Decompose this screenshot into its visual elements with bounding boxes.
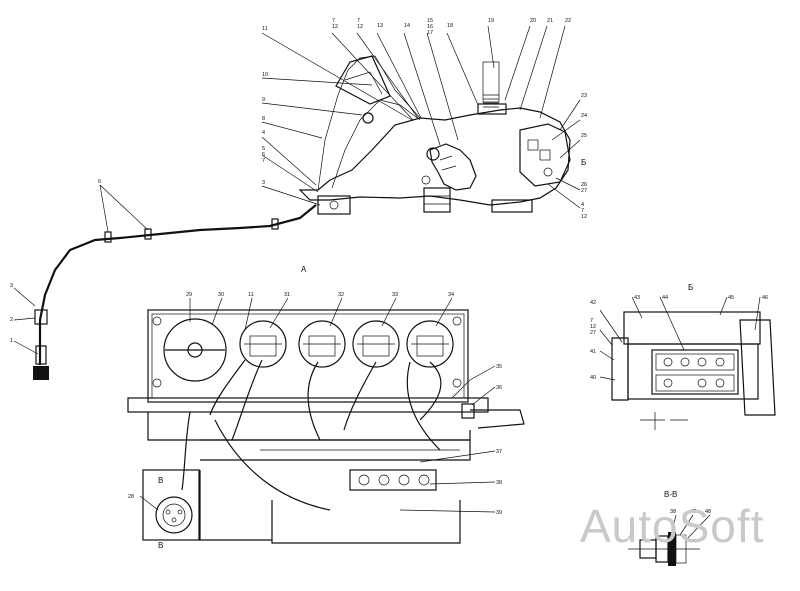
top-assembly-view: [261, 25, 581, 215]
callout-42: 42: [590, 300, 596, 306]
section-vv: [628, 514, 711, 566]
callout-14: 14: [404, 23, 410, 29]
callout-47: 47: [690, 509, 696, 515]
callout-20: 20: [530, 18, 536, 24]
callout-28: 28: [128, 494, 134, 500]
callout-13: 13: [377, 23, 383, 29]
callout-38: 38: [496, 480, 502, 486]
callout-25: 25: [581, 133, 587, 139]
callout-44: 44: [662, 295, 668, 301]
callout-40: 40: [590, 375, 596, 381]
callout-36: 36: [496, 385, 502, 391]
callout-2: 2: [10, 317, 13, 323]
callout-4: 4: [262, 130, 265, 136]
callout-31: 31: [284, 292, 290, 298]
view-a-instrument-panel: [127, 297, 525, 544]
section-v-marker-2: В: [158, 541, 163, 550]
callout-24: 24: [581, 113, 587, 119]
view-b-switch-panel: [599, 296, 776, 430]
callout-29: 29: [186, 292, 192, 298]
callout-35: 35: [496, 364, 502, 370]
view-b-marker-top: Б: [581, 158, 586, 167]
callout-34: 34: [448, 292, 454, 298]
callout-48: 48: [705, 509, 711, 515]
callout-11-a: 11: [248, 292, 254, 298]
callout-37: 37: [496, 449, 502, 455]
callout-32: 32: [338, 292, 344, 298]
callout-39: 39: [496, 510, 502, 516]
callout-22: 22: [565, 18, 571, 24]
section-v-marker-1: В: [158, 476, 163, 485]
callout-6: 6: [98, 179, 101, 185]
callout-3: 3: [262, 180, 265, 186]
callout-45: 45: [728, 295, 734, 301]
callout-21: 21: [547, 18, 553, 24]
callout-33: 33: [392, 292, 398, 298]
callout-19: 19: [488, 18, 494, 24]
callout-11: 11: [262, 26, 268, 32]
callout-3-left: 3: [10, 283, 13, 289]
callout-18: 18: [447, 23, 453, 29]
callout-10: 10: [262, 72, 268, 78]
cable-harness-top: [13, 184, 317, 380]
callout-46: 46: [762, 295, 768, 301]
callout-9: 9: [262, 97, 265, 103]
callout-41: 41: [590, 349, 596, 355]
section-vv-title: В-В: [664, 490, 677, 499]
view-a-title: А: [301, 265, 307, 274]
watermark-logo: AutoSoft: [580, 500, 764, 552]
callout-8: 8: [262, 116, 265, 122]
callout-23: 23: [581, 93, 587, 99]
view-b-title: Б: [688, 283, 693, 292]
callout-30: 30: [218, 292, 224, 298]
callout-43: 43: [634, 295, 640, 301]
callout-38-b: 38: [670, 509, 676, 515]
callout-1: 1: [10, 338, 13, 344]
